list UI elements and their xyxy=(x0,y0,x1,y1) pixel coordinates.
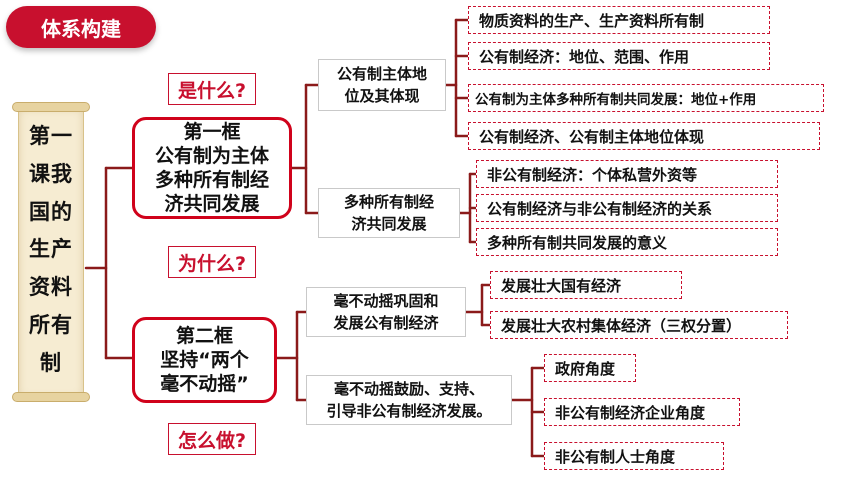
topic-line: 公有制主体地 xyxy=(336,65,427,83)
frame-2-line: 坚持“两个 xyxy=(160,349,249,371)
question-what: 是什么? xyxy=(168,73,256,105)
question-why: 为什么? xyxy=(168,246,256,278)
topic-line: 引导非公有制经济发展。 xyxy=(326,402,492,420)
leaf-item: 非公有制经济企业角度 xyxy=(544,398,740,426)
lesson-line: 生产 xyxy=(29,237,73,262)
lesson-title: 第一 课我 国的 生产 资料 所有 制 xyxy=(18,118,84,388)
lesson-line: 所有 xyxy=(29,312,73,337)
leaf-item: 非公有制经济：个体私营外资等 xyxy=(476,160,778,188)
lesson-line: 资料 xyxy=(29,275,73,300)
topic-line: 济共同发展 xyxy=(351,215,427,233)
topic-line: 发展公有制经济 xyxy=(333,314,439,332)
lesson-line: 制 xyxy=(40,350,62,375)
leaf-item: 公有制经济、公有制主体地位体现 xyxy=(468,122,820,150)
topic-line: 毫不动摇鼓励、支持、 xyxy=(333,380,484,398)
frame-1-line: 济共同发展 xyxy=(164,193,260,215)
frame-1-line: 公有制为主体 xyxy=(154,145,269,167)
leaf-item: 公有制经济：地位、范围、作用 xyxy=(468,42,770,70)
lesson-line: 第一 xyxy=(29,124,73,148)
question-how: 怎么做? xyxy=(168,423,256,455)
topic-support-nonpublic-box: 毫不动摇鼓励、支持、 引导非公有制经济发展。 xyxy=(306,375,512,425)
question-why-text: 为什么? xyxy=(177,252,247,275)
question-what-text: 是什么? xyxy=(177,79,247,102)
leaf-item: 物质资料的生产、生产资料所有制 xyxy=(468,6,770,34)
topic-consolidate-public-box: 毫不动摇巩固和 发展公有制经济 xyxy=(306,287,466,337)
frame-1-line: 多种所有制经 xyxy=(154,169,269,191)
topic-line: 毫不动摇巩固和 xyxy=(333,292,439,310)
scroll-top-roll xyxy=(12,102,90,112)
frame-2-line: 毫不动摇” xyxy=(160,373,249,395)
frame-1-line: 第一框 xyxy=(183,121,241,143)
leaf-item: 发展壮大农村集体经济（三权分置） xyxy=(490,311,788,339)
topic-public-ownership-box: 公有制主体地 位及其体现 xyxy=(318,59,446,111)
topic-line: 位及其体现 xyxy=(344,87,420,105)
leaf-item: 政府角度 xyxy=(544,354,636,382)
lesson-scroll xyxy=(18,108,84,398)
question-how-text: 怎么做? xyxy=(177,429,247,452)
leaf-item: 公有制为主体多种所有制共同发展：地位+作用 xyxy=(468,84,824,112)
frame-1-box: 第一框 公有制为主体 多种所有制经 济共同发展 xyxy=(132,117,292,219)
lesson-line: 国的 xyxy=(29,199,73,224)
leaf-item: 非公有制人士角度 xyxy=(544,442,724,470)
topic-line: 多种所有制经 xyxy=(343,193,434,211)
leaf-item: 多种所有制共同发展的意义 xyxy=(476,228,778,256)
title-badge: 体系构建 xyxy=(6,6,156,48)
frame-2-line: 第二框 xyxy=(175,325,233,347)
title-text: 体系构建 xyxy=(41,16,121,41)
frame-2-box: 第二框 坚持“两个 毫不动摇” xyxy=(132,317,277,403)
scroll-bottom-roll xyxy=(12,392,90,402)
leaf-item: 公有制经济与非公有制经济的关系 xyxy=(476,194,778,222)
topic-mixed-ownership-box: 多种所有制经 济共同发展 xyxy=(318,188,460,238)
lesson-line: 课我 xyxy=(29,161,73,186)
leaf-item: 发展壮大国有经济 xyxy=(490,271,682,299)
